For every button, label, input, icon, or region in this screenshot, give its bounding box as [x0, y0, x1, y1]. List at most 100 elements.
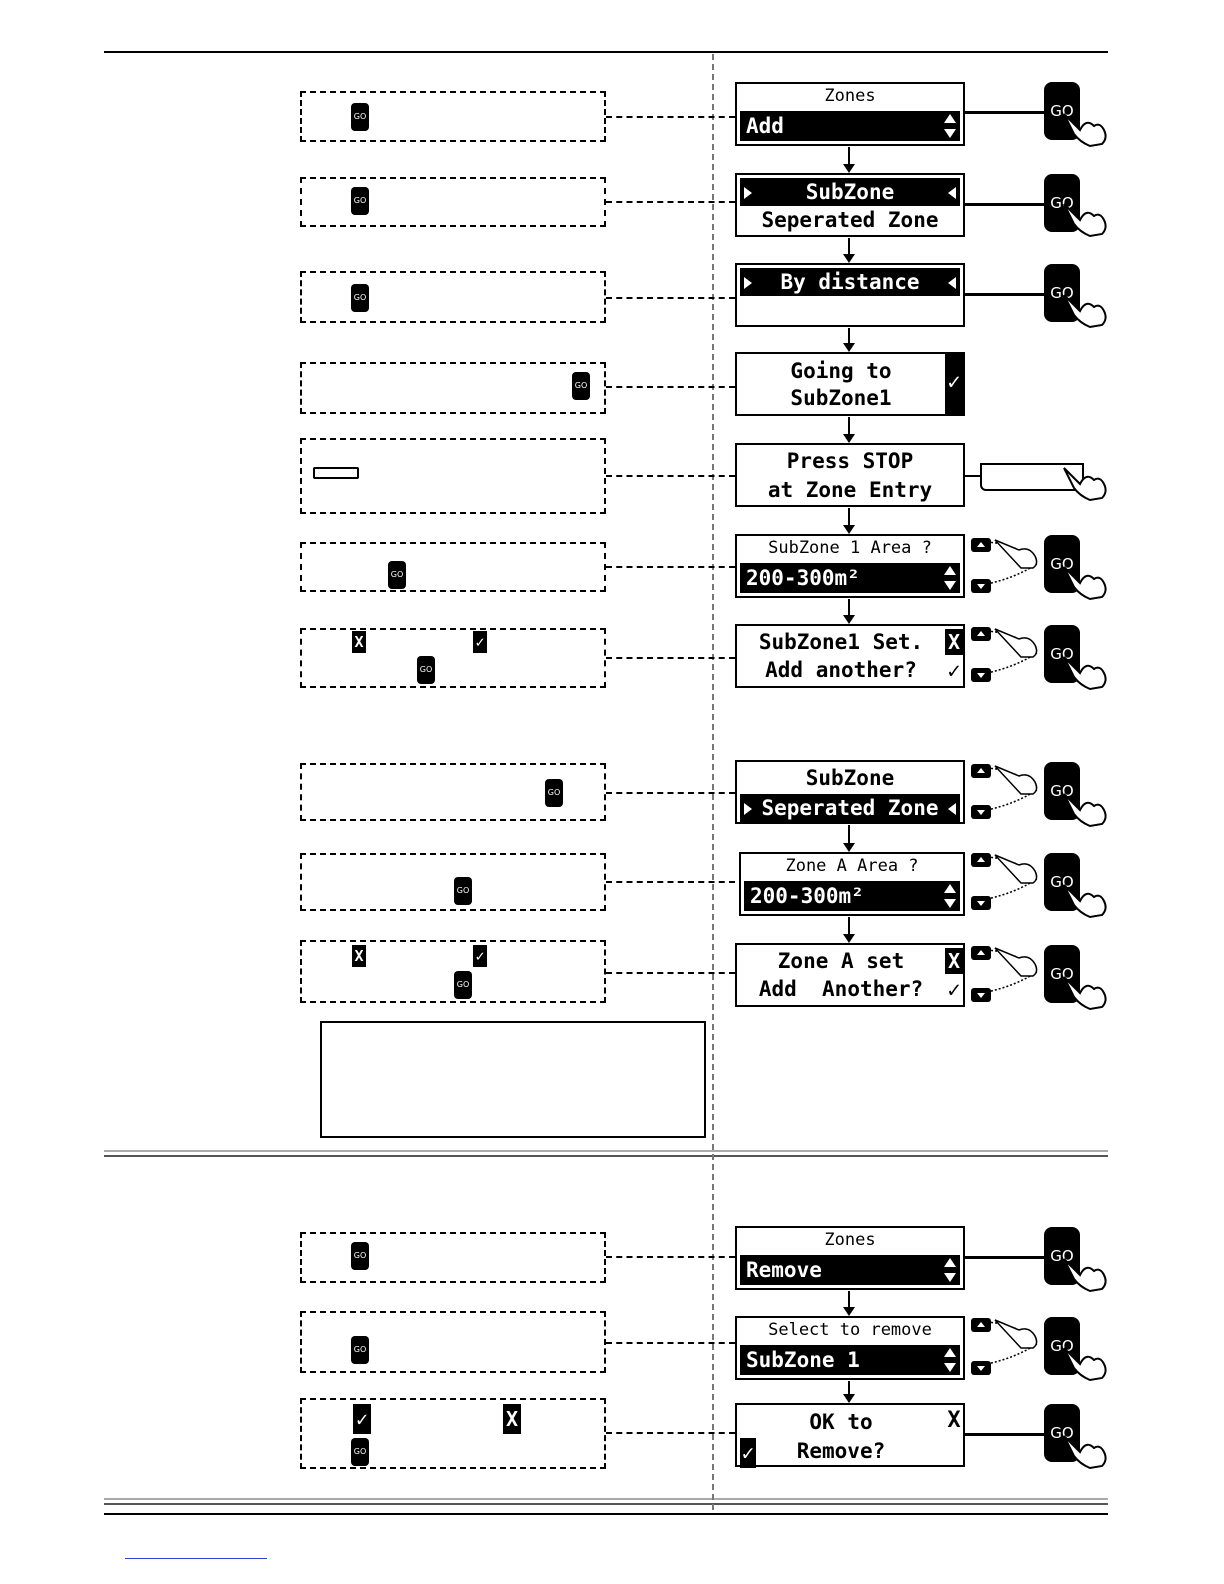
- flow-arrow: [843, 825, 855, 852]
- up-down-arrows-icon: [944, 1258, 956, 1282]
- flow-arrow: [843, 238, 855, 263]
- stop-link-line: [965, 475, 980, 477]
- instruction-box-11: [300, 1232, 606, 1283]
- go-label: GO: [1050, 555, 1074, 573]
- go-label: GO: [1050, 873, 1074, 891]
- arrow-down-button-icon: [971, 896, 991, 910]
- flow-arrow: [843, 147, 855, 173]
- lcd-subzone-menu: SubZone Seperated Zone: [735, 173, 965, 237]
- instruction-box-1: [300, 91, 606, 142]
- lcd-line: Going to: [790, 359, 892, 383]
- go-button-icon: GO: [351, 1336, 369, 1364]
- arrow-down-button-icon: [971, 579, 991, 593]
- connector: [606, 972, 735, 974]
- lcd-zone-a-area: Zone A Area ? 200-300m²: [739, 852, 965, 916]
- lcd-title: Zones: [824, 1230, 876, 1250]
- lcd-selected-value: 200-300m²: [744, 881, 960, 911]
- check-icon: ✓: [473, 631, 487, 653]
- lcd-selected-value: Add: [740, 111, 960, 141]
- pointing-hand-icon: [1063, 976, 1107, 1011]
- top-rule: [104, 51, 1108, 53]
- go-link-line: [965, 203, 1045, 206]
- lcd-zones-remove: Zones Remove: [735, 1226, 965, 1290]
- go-link-line: [963, 1256, 1045, 1259]
- x-icon: X: [503, 1404, 521, 1434]
- lcd-title: Zone A Area ?: [785, 856, 919, 876]
- arrow-down-button-icon: [971, 668, 991, 682]
- connector: [606, 1342, 735, 1344]
- finger-press-icon: [986, 854, 1038, 900]
- lcd-line: Zone A set: [777, 949, 905, 973]
- lcd-line: Seperated Zone: [761, 208, 939, 232]
- go-label: GO: [1050, 965, 1074, 983]
- finger-press-icon: [986, 765, 1038, 811]
- up-down-arrows-icon: [944, 1348, 956, 1372]
- lcd-selected-item: SubZone: [740, 178, 960, 206]
- lcd-title: SubZone 1 Area ?: [768, 538, 932, 558]
- lcd-value-text: Add: [746, 114, 784, 138]
- select-left-icon: [948, 277, 956, 289]
- connector: [606, 566, 735, 568]
- lcd-press-stop: Press STOP at Zone Entry: [735, 443, 965, 507]
- go-button-icon: GO: [351, 187, 369, 215]
- instruction-box-7: [300, 628, 606, 688]
- lcd-selected-value: 200-300m²: [740, 563, 960, 593]
- arrow-up-button-icon: [971, 946, 991, 960]
- instruction-box-9: [300, 853, 606, 911]
- connector: [606, 881, 735, 883]
- flow-arrow: [843, 508, 855, 534]
- select-right-icon: [744, 803, 752, 815]
- lcd-item-text: Seperated Zone: [761, 796, 939, 820]
- go-button-icon: GO: [388, 561, 406, 589]
- arrow-up-button-icon: [971, 538, 991, 552]
- x-icon: X: [945, 948, 963, 974]
- connector: [606, 475, 735, 477]
- bottom-rule: [104, 1498, 1108, 1505]
- flow-arrow: [843, 599, 855, 624]
- lcd-line: Add Another?: [758, 977, 924, 1001]
- check-icon: ✓: [947, 659, 961, 684]
- lcd-subzone-set: SubZone1 Set. Add another? X ✓: [735, 624, 965, 688]
- flow-arrow: [843, 417, 855, 443]
- pointing-hand-icon: [1063, 793, 1107, 828]
- go-button-icon: GO: [351, 1242, 369, 1270]
- column-divider: [712, 54, 714, 1510]
- pointing-hand-icon: [1063, 884, 1107, 919]
- lcd-value-text: SubZone 1: [746, 1348, 860, 1372]
- lcd-zones-add: Zones Add: [735, 82, 965, 146]
- go-label: GO: [1050, 1424, 1074, 1442]
- instruction-box-2: [300, 177, 606, 227]
- instruction-box-5: [300, 438, 606, 514]
- go-button-icon: GO: [1044, 1404, 1080, 1462]
- pointing-hand-icon: [1063, 1258, 1107, 1293]
- finger-press-icon: [986, 628, 1038, 674]
- lcd-separated-menu: SubZone Seperated Zone: [735, 760, 965, 824]
- lcd-item-text: By distance: [780, 270, 920, 294]
- flow-arrow: [843, 1291, 855, 1316]
- note-box: [320, 1021, 706, 1138]
- arrow-down-button-icon: [971, 988, 991, 1002]
- pointing-hand-icon: [1063, 294, 1107, 329]
- arrow-up-button-icon: [971, 764, 991, 778]
- instruction-box-3: [300, 271, 606, 323]
- connector: [606, 386, 735, 388]
- confirm-sidebar: ✓: [945, 354, 963, 414]
- lcd-value-text: Remove: [746, 1258, 822, 1282]
- bottom-rule-2: [104, 1513, 1108, 1515]
- lcd-title: Zones: [824, 86, 876, 106]
- instruction-box-12: [300, 1311, 606, 1373]
- select-left-icon: [948, 187, 956, 199]
- go-label: GO: [1050, 645, 1074, 663]
- pointing-hand-icon: [1063, 1435, 1107, 1470]
- lcd-selected-value: Remove: [740, 1255, 960, 1285]
- connector: [606, 116, 735, 118]
- go-button-icon: GO: [351, 284, 369, 312]
- go-button-icon: GO: [454, 877, 472, 905]
- up-down-arrows-icon: [944, 884, 956, 908]
- up-down-arrows-icon: [944, 114, 956, 138]
- check-icon: ✓: [353, 1404, 371, 1434]
- connector: [606, 1432, 735, 1434]
- lcd-selected-item: By distance: [740, 268, 960, 296]
- lcd-by-distance: By distance: [735, 263, 965, 327]
- connector: [606, 792, 735, 794]
